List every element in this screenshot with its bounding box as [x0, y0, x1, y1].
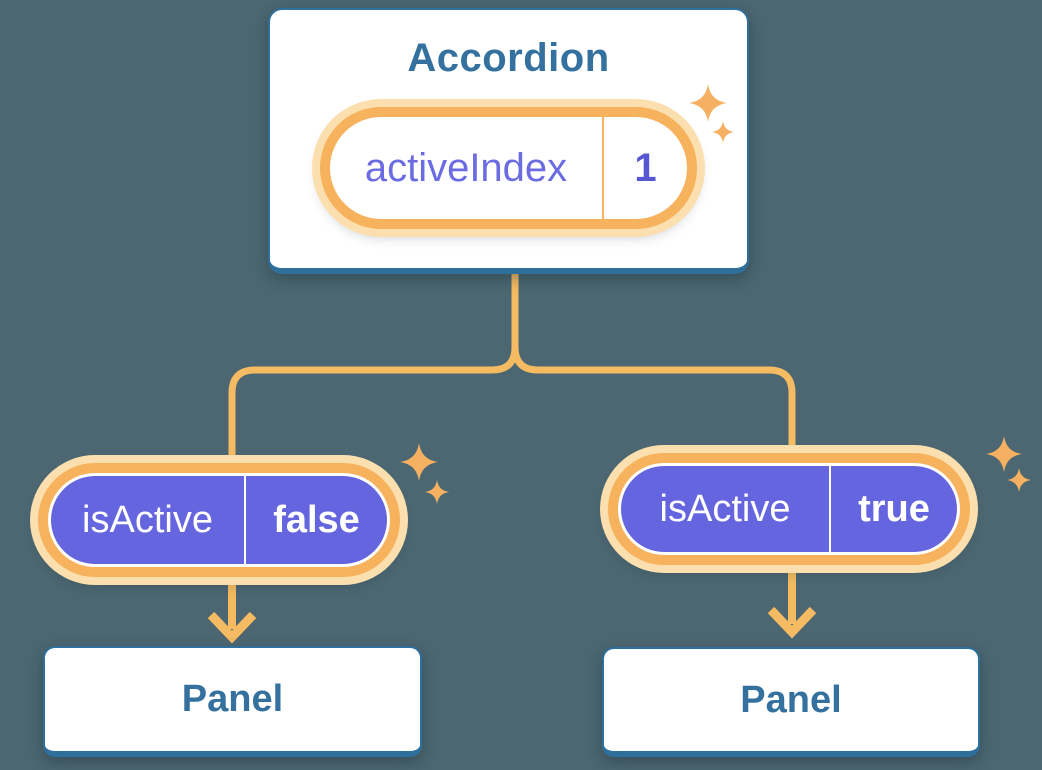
panel-label: Panel	[740, 678, 842, 721]
state-pill-divider	[602, 117, 604, 219]
arrow-down-icon	[767, 573, 817, 639]
prop-pill-value: false	[273, 498, 360, 541]
panel-component-card: Panel	[43, 646, 422, 757]
state-pill-label: activeIndex	[364, 145, 568, 190]
accordion-title: Accordion	[407, 36, 610, 80]
panel-component-card: Panel	[602, 647, 980, 757]
sparkle-icon	[425, 480, 449, 504]
sparkle-icon	[689, 84, 727, 122]
sparkle-icon	[1007, 468, 1031, 492]
arrow-down-icon	[207, 585, 257, 644]
prop-pill-divider	[829, 466, 831, 552]
prop-pill-label: isActive	[659, 487, 791, 530]
sparkle-icon	[986, 436, 1022, 472]
prop-pill: isActive false	[38, 463, 400, 577]
prop-pill-value: true	[858, 487, 930, 530]
panel-label: Panel	[181, 678, 284, 720]
prop-pill: isActive true	[608, 453, 970, 565]
prop-pill-divider	[244, 476, 246, 564]
prop-pill-label: isActive	[82, 498, 213, 541]
prop-pill-row: isActive false	[51, 476, 387, 564]
state-pill: activeIndex 1	[320, 107, 697, 229]
state-pill-row: activeIndex 1	[330, 117, 687, 219]
state-pill-value: 1	[634, 145, 657, 190]
sparkle-icon	[712, 121, 734, 143]
sparkle-icon	[400, 443, 438, 481]
prop-pill-row: isActive true	[621, 466, 957, 552]
connector-left-branch	[228, 274, 519, 456]
connector-right-branch	[511, 274, 796, 446]
